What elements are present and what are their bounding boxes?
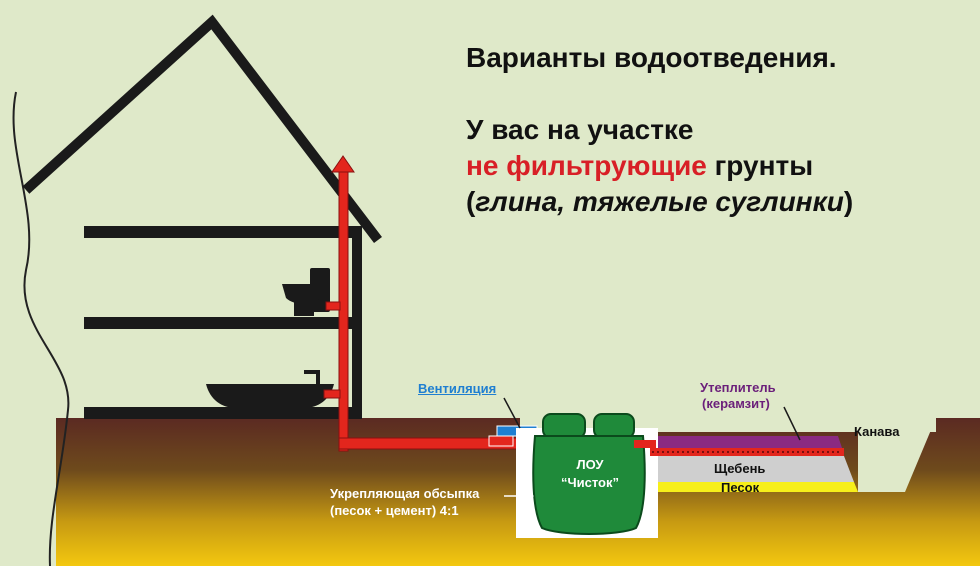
insulation-material-label: (керамзит) [702, 396, 770, 411]
gravel-layer [658, 456, 854, 482]
ventilation-leader [503, 397, 521, 429]
insulation-leader [783, 406, 801, 441]
outlet-pipe [634, 440, 656, 448]
insulation-layer [658, 436, 842, 448]
bathtub-icon [206, 370, 334, 408]
tank-label-line2: “Чисток” [561, 475, 619, 490]
house-floor-top [84, 226, 360, 238]
backfill-arrow-icon [528, 492, 534, 500]
house-wall [352, 226, 362, 419]
backfill-label-line2: (песок + цемент) 4:1 [330, 503, 459, 518]
heading-title: Варианты водоотведения. [466, 42, 837, 73]
heading-line-soil: не фильтрующие грунты [466, 150, 813, 182]
heading-red-text: не фильтрующие [466, 150, 707, 181]
sewer-pipe [323, 155, 522, 452]
heading-clay-text: глина, тяжелые суглинки [475, 186, 844, 217]
heading-soil-text: грунты [706, 150, 814, 181]
heading-line-clay: (глина, тяжелые суглинки) [466, 186, 853, 218]
heading-paren-open: ( [466, 186, 476, 217]
house-floor-bottom [84, 407, 360, 419]
ditch [858, 418, 936, 492]
tank-label-line1: ЛОУ [576, 457, 604, 472]
insulation-label: Утеплитель [700, 380, 776, 395]
tank-icon [532, 413, 646, 535]
tank-label: ЛОУ “Чисток” [545, 456, 635, 492]
sand-layer [658, 482, 858, 492]
backfill-label-line1: Укрепляющая обсыпка [330, 486, 480, 501]
soil-edge-line [12, 91, 70, 566]
house-floor-middle [84, 317, 360, 329]
heading-paren-close: ) [843, 186, 854, 217]
sand-label: Песок [721, 480, 760, 495]
heading-line-plot: У вас на участке [466, 114, 694, 145]
ditch-label: Канава [854, 424, 900, 439]
ventilation-label: Вентиляция [418, 381, 497, 396]
house-roof [22, 14, 382, 244]
gravel-label: Щебень [714, 461, 766, 476]
toilet-icon [282, 268, 330, 316]
